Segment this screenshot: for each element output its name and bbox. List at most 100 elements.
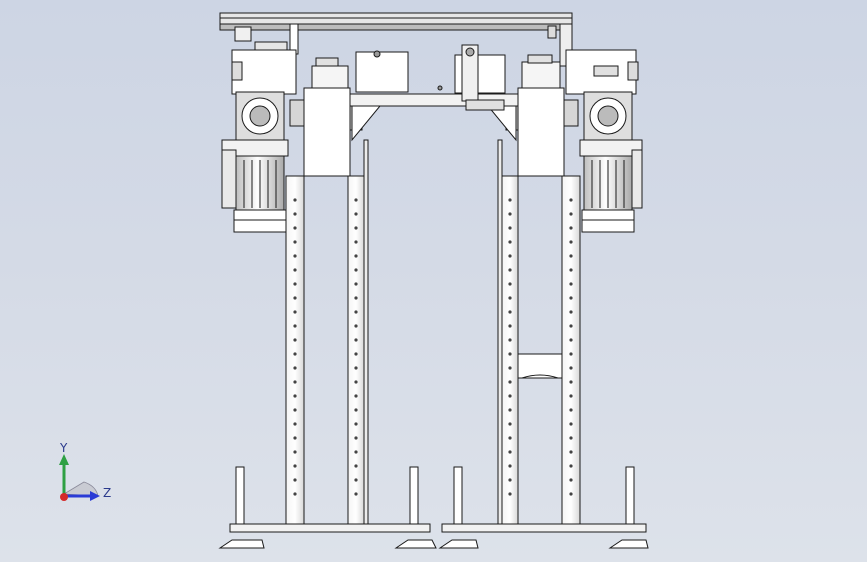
post-hole [354, 212, 358, 216]
post-holes [293, 198, 573, 496]
post-hole [508, 492, 512, 496]
post-hole [508, 464, 512, 468]
post-hole [569, 366, 573, 370]
post-hole [508, 198, 512, 202]
left-carriage [289, 57, 363, 177]
post-hole [354, 380, 358, 384]
post-hole [508, 394, 512, 398]
origin-icon [60, 493, 68, 501]
coordinate-triad[interactable]: Y Z [50, 440, 120, 510]
post-hole [569, 408, 573, 412]
post-hole [569, 282, 573, 286]
post-hole [293, 310, 297, 314]
post-hole [293, 282, 297, 286]
post-hole [569, 240, 573, 244]
post-hole [354, 198, 358, 202]
post-hole [508, 422, 512, 426]
post-hole [508, 296, 512, 300]
post-hole [569, 268, 573, 272]
post-hole [569, 296, 573, 300]
post-hole [293, 394, 297, 398]
post-hole [508, 436, 512, 440]
post-hole [569, 352, 573, 356]
post-hole [569, 450, 573, 454]
post-hole [354, 464, 358, 468]
post-hole [293, 352, 297, 356]
y-arrowhead-icon [59, 454, 69, 465]
post-hole [569, 324, 573, 328]
right-crossbar [517, 353, 563, 379]
post-hole [293, 436, 297, 440]
post-hole [354, 422, 358, 426]
post-hole [293, 422, 297, 426]
post-hole [293, 380, 297, 384]
post-hole [354, 492, 358, 496]
post-hole [354, 254, 358, 258]
left-base [218, 466, 437, 549]
post-hole [508, 268, 512, 272]
post-hole [508, 226, 512, 230]
post-hole [508, 408, 512, 412]
post-hole [569, 212, 573, 216]
post-hole [354, 478, 358, 482]
post-hole [569, 436, 573, 440]
post-hole [293, 450, 297, 454]
post-hole [508, 254, 512, 258]
post-hole [293, 324, 297, 328]
cross-beam [349, 44, 519, 142]
post-hole [569, 422, 573, 426]
post-hole [508, 338, 512, 342]
post-hole [354, 240, 358, 244]
post-hole [354, 296, 358, 300]
post-hole [293, 478, 297, 482]
post-hole [569, 478, 573, 482]
post-hole [569, 198, 573, 202]
z-arrowhead-icon [90, 491, 100, 501]
right-gearmotor [565, 49, 643, 233]
post-hole [508, 478, 512, 482]
post-hole [354, 226, 358, 230]
post-hole [354, 352, 358, 356]
post-hole [508, 352, 512, 356]
post-hole [354, 338, 358, 342]
post-hole [293, 296, 297, 300]
post-hole [569, 464, 573, 468]
post-hole [293, 240, 297, 244]
post-hole [293, 198, 297, 202]
post-hole [293, 338, 297, 342]
post-hole [569, 338, 573, 342]
post-hole [569, 492, 573, 496]
post-hole [293, 254, 297, 258]
post-hole [508, 212, 512, 216]
post-hole [508, 450, 512, 454]
post-hole [354, 268, 358, 272]
post-hole [508, 310, 512, 314]
post-hole [569, 226, 573, 230]
post-hole [354, 282, 358, 286]
post-hole [354, 408, 358, 412]
post-hole [293, 492, 297, 496]
post-hole [508, 282, 512, 286]
left-gearmotor [221, 49, 297, 233]
post-hole [508, 240, 512, 244]
post-hole [293, 464, 297, 468]
post-hole [569, 254, 573, 258]
post-hole [293, 268, 297, 272]
post-hole [569, 380, 573, 384]
y-axis-label: Y [60, 441, 68, 455]
post-hole [508, 380, 512, 384]
post-hole [354, 394, 358, 398]
post-hole [293, 212, 297, 216]
post-hole [293, 408, 297, 412]
z-axis-label: Z [103, 486, 112, 500]
post-hole [354, 450, 358, 454]
post-hole [354, 436, 358, 440]
post-hole [508, 324, 512, 328]
right-base [438, 466, 649, 549]
post-hole [354, 324, 358, 328]
post-hole [354, 366, 358, 370]
post-hole [569, 394, 573, 398]
post-hole [293, 366, 297, 370]
